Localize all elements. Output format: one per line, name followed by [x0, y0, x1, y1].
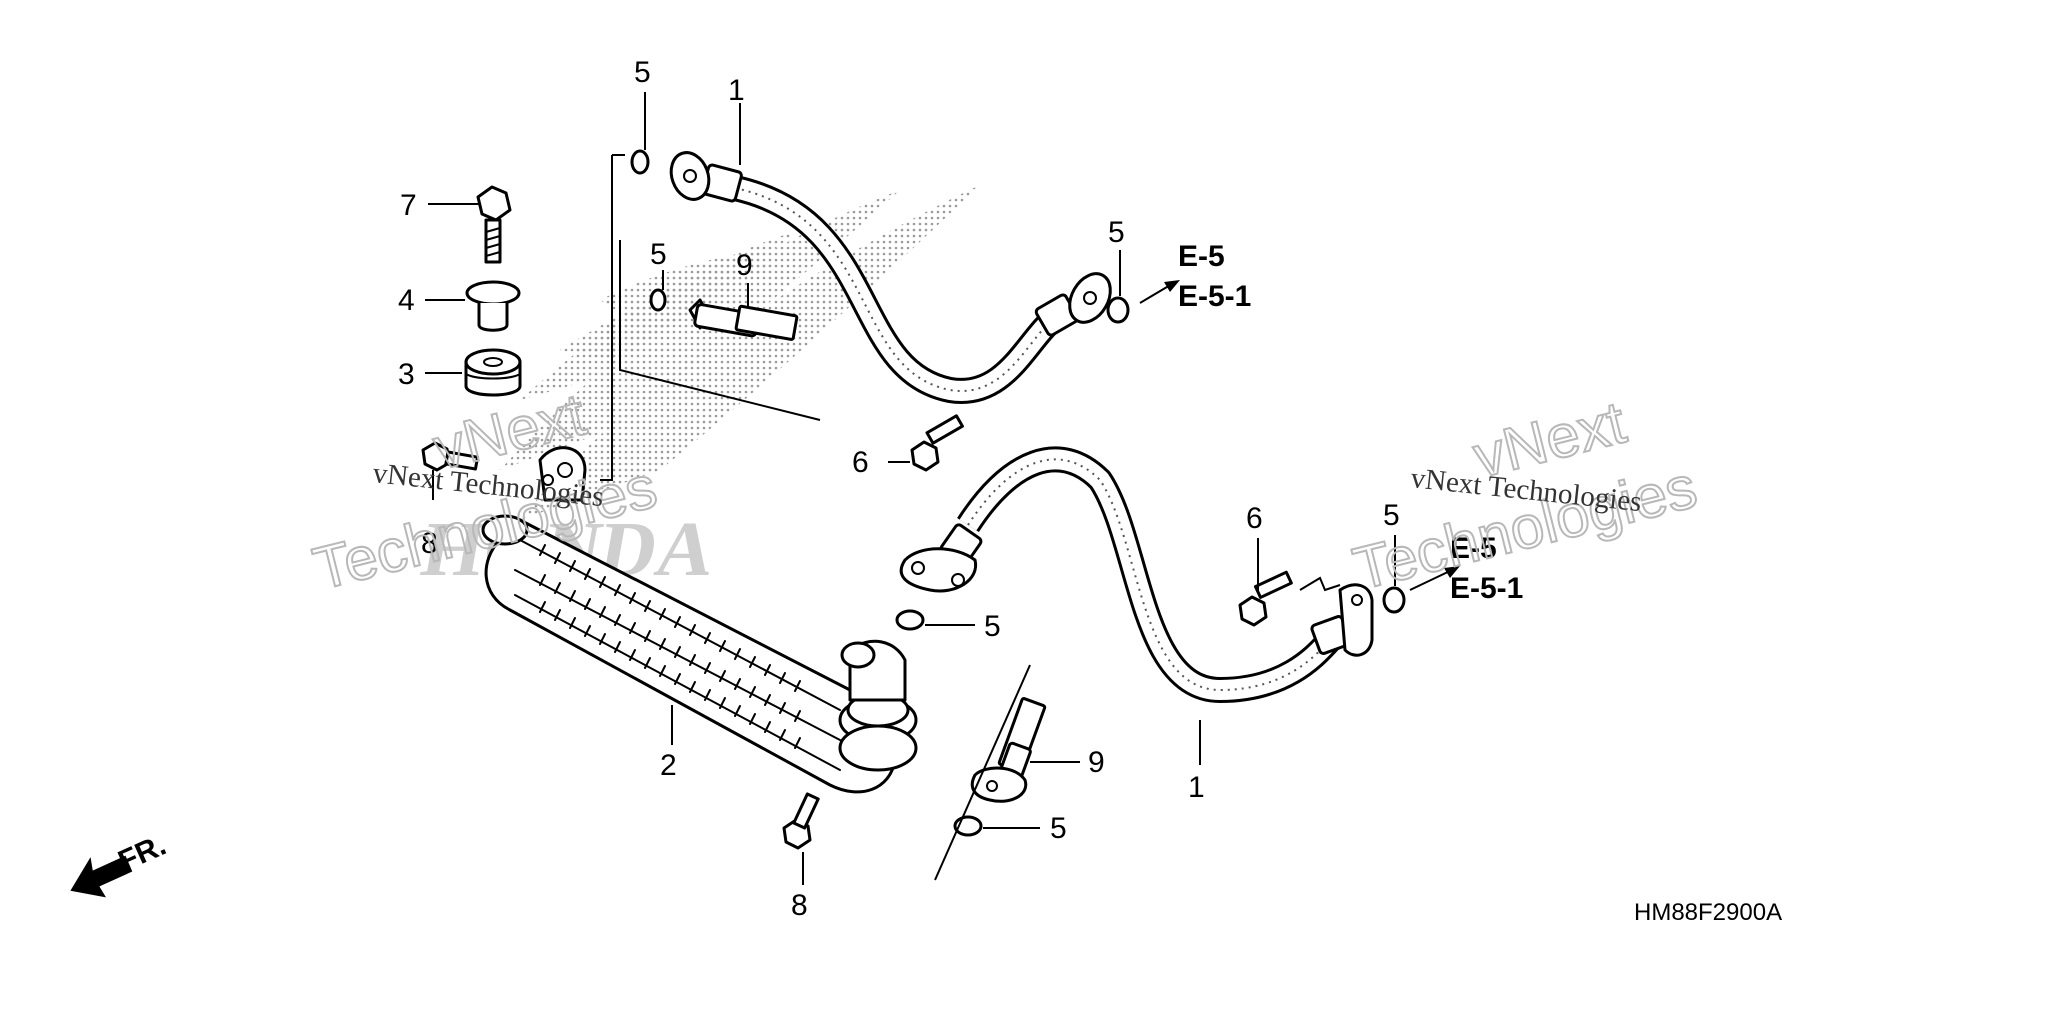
reference-arrows: [1139, 280, 1460, 591]
hose-lower: [899, 446, 1374, 703]
callout-labels: 5 1 7 4 3 5 9 5 6 8 6 5 5 2 9 1 5 8: [398, 56, 1400, 922]
joint-9-upper: [688, 298, 799, 341]
honda-wing-logo: HONDA: [415, 185, 980, 593]
bolt-6-lower: [1238, 570, 1293, 627]
callout-5: 5: [634, 56, 651, 89]
callout-2: 2: [660, 749, 677, 782]
callout-9: 9: [736, 249, 753, 282]
reference-e5-upper: E-5: [1178, 240, 1225, 273]
callout-5: 5: [1108, 216, 1125, 249]
callout-1: 1: [728, 74, 745, 107]
callout-5: 5: [650, 238, 667, 271]
reference-lines: [600, 154, 1341, 881]
cooler-fins: [539, 544, 801, 749]
callout-7: 7: [400, 189, 417, 222]
front-direction-arrow: FR.: [70, 829, 171, 898]
collar-4: [465, 280, 521, 332]
diagram-code: HM88F2900A: [1634, 899, 1782, 926]
callout-3: 3: [398, 358, 415, 391]
grommet-3: [464, 348, 522, 397]
bolt-7: [476, 185, 512, 264]
callout-5: 5: [1050, 812, 1067, 845]
joint-9-lower: [970, 697, 1047, 803]
callout-9: 9: [1088, 746, 1105, 779]
reference-e5-1-lower: E-5-1: [1450, 572, 1523, 605]
callout-4: 4: [398, 284, 415, 317]
o-rings: [630, 149, 1406, 837]
hose-upper: [669, 151, 1112, 404]
bolt-8-lower: [782, 792, 820, 850]
bolt-6-upper: [910, 414, 964, 472]
callout-8: 8: [791, 889, 808, 922]
callout-1: 1: [1188, 771, 1205, 804]
reference-labels: E-5 E-5-1 E-5 E-5-1: [1178, 240, 1523, 605]
reference-e5-lower: E-5: [1450, 532, 1497, 565]
callout-5: 5: [984, 610, 1001, 643]
oil-cooler: [481, 446, 918, 794]
callout-6: 6: [1246, 502, 1263, 535]
callout-8: 8: [421, 527, 438, 560]
reference-e5-1-upper: E-5-1: [1178, 280, 1251, 313]
callout-6: 6: [852, 446, 869, 479]
leader-lines: [425, 92, 1396, 885]
bolt-8-upper: [421, 441, 480, 472]
callout-5: 5: [1383, 499, 1400, 532]
